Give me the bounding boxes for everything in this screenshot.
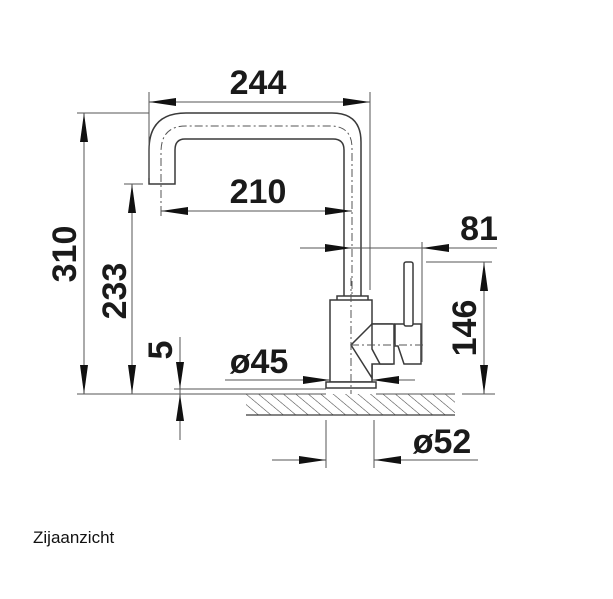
- svg-text:244: 244: [230, 64, 287, 102]
- svg-text:ø52: ø52: [413, 423, 472, 461]
- svg-text:81: 81: [460, 210, 498, 248]
- dimension-146: 146: [426, 261, 492, 394]
- dimension-310: 310: [46, 112, 149, 395]
- dimension-233: 233: [96, 183, 143, 394]
- svg-text:310: 310: [46, 226, 84, 283]
- dimension-244: 244: [148, 64, 371, 290]
- faucet-body: [325, 261, 424, 394]
- dimension-diameter-52: ø52: [272, 420, 478, 468]
- dimension-diameter-45: ø45: [225, 343, 415, 384]
- svg-text:210: 210: [230, 173, 287, 211]
- svg-text:ø45: ø45: [230, 343, 289, 381]
- dimension-81: 81: [300, 210, 498, 362]
- view-caption: Zijaanzicht: [33, 528, 115, 547]
- dimension-210: 210: [160, 173, 352, 216]
- svg-text:233: 233: [96, 263, 134, 320]
- dimension-5: 5: [142, 337, 326, 440]
- countertop: [136, 393, 495, 416]
- svg-text:5: 5: [142, 341, 180, 360]
- svg-text:146: 146: [446, 300, 484, 357]
